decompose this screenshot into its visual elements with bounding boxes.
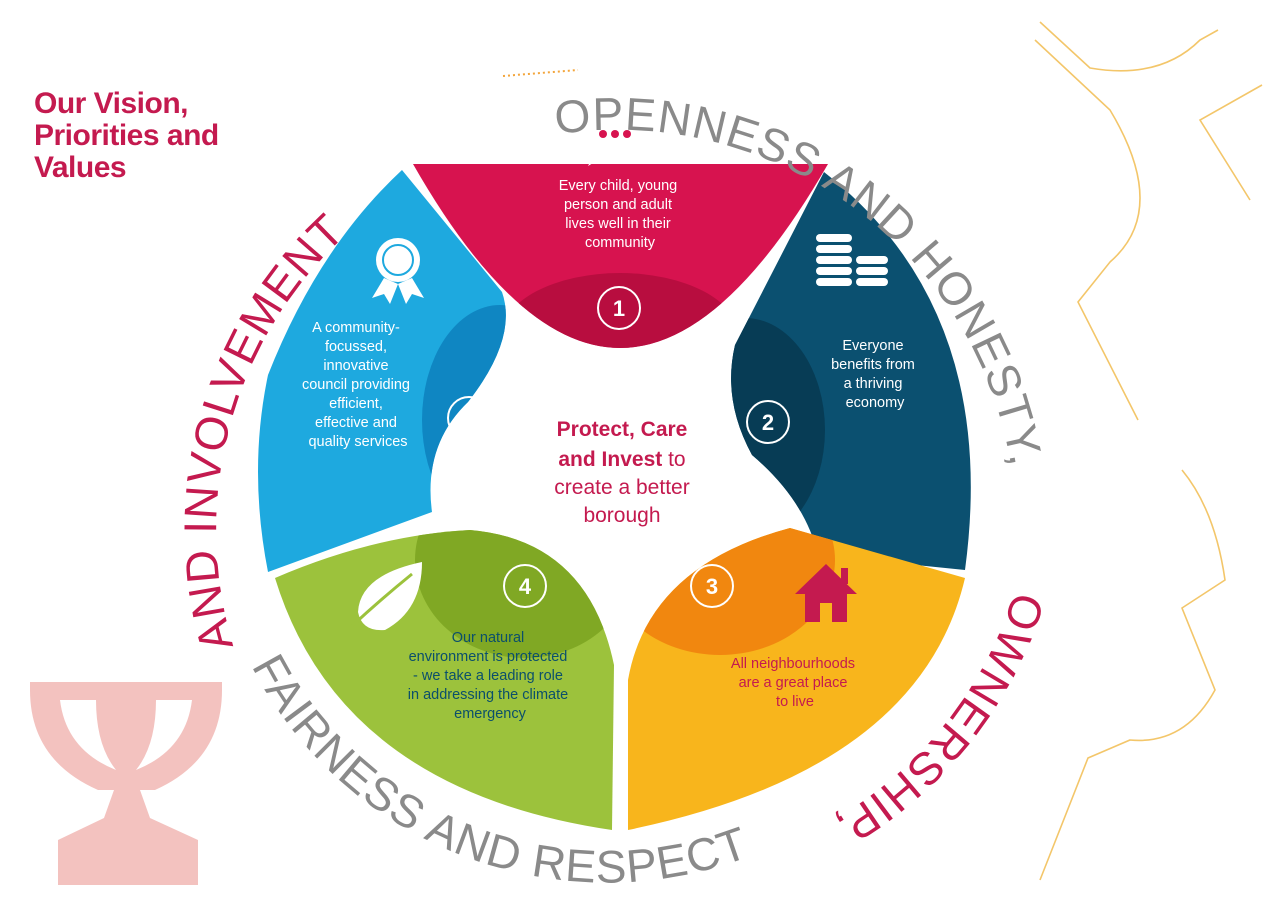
dotted-connector — [502, 69, 579, 77]
priority-4-number: 4 — [503, 564, 547, 608]
priority-1-text: Every child, young person and adult live… — [559, 178, 682, 251]
svg-text:create a better: create a better — [554, 476, 689, 499]
svg-text:2: 2 — [762, 410, 774, 435]
priority-2-text: Everyone benefits from a thriving econom… — [831, 338, 919, 411]
svg-text:Protect, Care: Protect, Care — [557, 418, 688, 441]
trophy-icon — [30, 682, 222, 885]
svg-text:1: 1 — [613, 296, 625, 321]
svg-text:A community- focussed,: A community- focussed, innovative counci… — [302, 320, 414, 450]
svg-text:Everyone benefits from: Everyone benefits from a thriving econom… — [831, 338, 919, 411]
svg-text:and Invest to: and Invest to — [558, 448, 685, 471]
svg-text:Every child, young perso: Every child, young person and adult live… — [559, 178, 682, 251]
leaf-icon — [350, 562, 422, 631]
priority-2-number: 2 — [746, 400, 790, 444]
priority-5-number: 5 — [447, 396, 491, 440]
priority-2-segment — [731, 172, 971, 570]
speech-bubble-icon — [584, 112, 644, 166]
svg-text:3: 3 — [706, 574, 718, 599]
coin-stacks-icon — [816, 234, 888, 286]
svg-text:borough: borough — [583, 504, 660, 527]
svg-text:5: 5 — [463, 406, 475, 431]
svg-text:Our natural environment: Our natural environment is protected - w… — [408, 630, 572, 722]
award-rosette-icon — [372, 238, 424, 304]
priority-4-text: Our natural environment is protected - w… — [408, 630, 572, 722]
priority-3-text: All neighbourhoods are a great place to … — [731, 656, 859, 710]
priority-1-segment — [413, 164, 828, 348]
page-title: Our Vision, Priorities and Values — [34, 88, 294, 184]
gold-outline-decoration — [1034, 21, 1263, 881]
svg-text:4: 4 — [519, 574, 532, 599]
title-line-1: Our Vision, — [34, 87, 188, 120]
priority-3-number: 3 — [690, 564, 734, 608]
priority-3-segment — [628, 528, 965, 830]
center-statement: Protect, Care and Invest to create a bet… — [554, 418, 689, 527]
priority-1-number: 1 — [597, 286, 641, 330]
priority-5-text: A community- focussed, innovative counci… — [302, 320, 414, 450]
house-icon — [795, 564, 857, 622]
svg-text:All neighbourhoods are a: All neighbourhoods are a great place to … — [731, 656, 859, 710]
title-line-2: Priorities and — [34, 119, 219, 152]
title-line-3: Values — [34, 151, 127, 184]
